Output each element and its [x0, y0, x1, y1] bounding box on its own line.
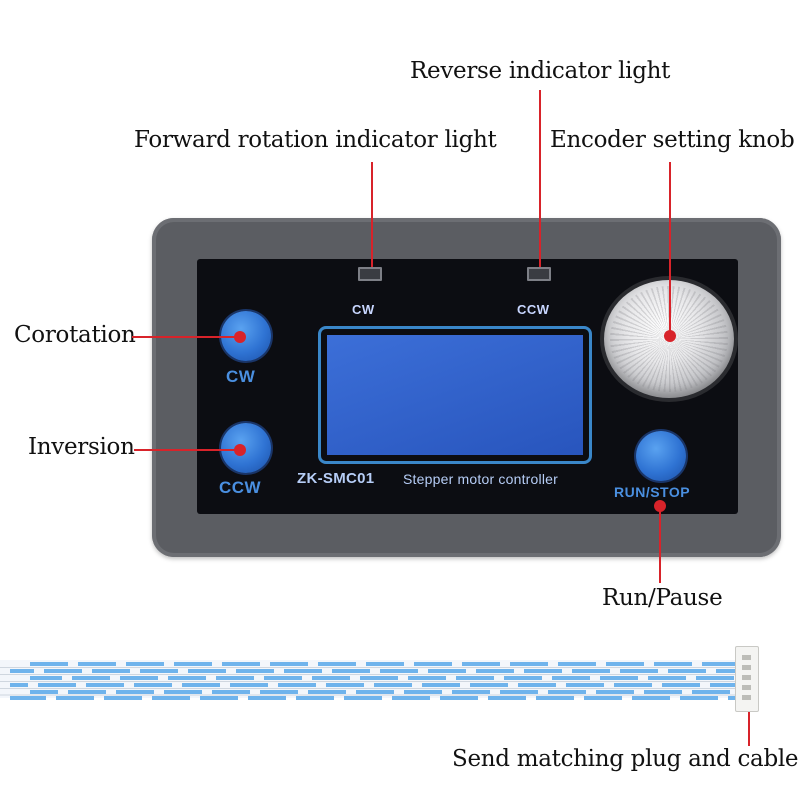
- leader-dot-ccw: [234, 444, 246, 456]
- device-title-label: Stepper motor controller: [403, 471, 558, 487]
- ccw-button-label: CCW: [219, 478, 262, 497]
- callout-run-pause: Run/Pause: [602, 585, 723, 611]
- cable-connector-plug: [735, 646, 759, 712]
- led-ccw-label: CCW: [517, 302, 550, 317]
- leader-run-pause: [659, 505, 661, 583]
- ribbon-cable: [0, 660, 740, 700]
- leader-forward-light: [371, 162, 373, 267]
- forward-indicator-light: [358, 267, 382, 281]
- callout-corotation: Corotation: [14, 322, 136, 348]
- callout-inversion: Inversion: [28, 434, 135, 460]
- led-cw-label: CW: [352, 302, 375, 317]
- leader-corotation: [132, 336, 240, 338]
- reverse-indicator-light: [527, 267, 551, 281]
- leader-plug-cable: [748, 708, 750, 746]
- callout-reverse-light: Reverse indicator light: [410, 58, 671, 84]
- leader-reverse-light: [539, 90, 541, 267]
- callout-plug-cable: Send matching plug and cable: [452, 746, 799, 772]
- leader-inversion: [134, 449, 240, 451]
- model-label: ZK-SMC01: [297, 470, 375, 487]
- run-stop-button[interactable]: [636, 431, 686, 481]
- cw-button-label: CW: [226, 367, 256, 386]
- lcd-frame: [318, 326, 592, 464]
- ccw-button[interactable]: [221, 423, 271, 473]
- leader-encoder-knob: [669, 162, 671, 332]
- callout-forward-light: Forward rotation indicator light: [134, 127, 497, 153]
- callout-encoder-knob: Encoder setting knob: [550, 127, 795, 153]
- leader-dot-cw: [234, 331, 246, 343]
- leader-dot-knob: [664, 330, 676, 342]
- lcd-screen: [327, 335, 583, 455]
- run-stop-button-label: RUN/STOP: [614, 484, 691, 500]
